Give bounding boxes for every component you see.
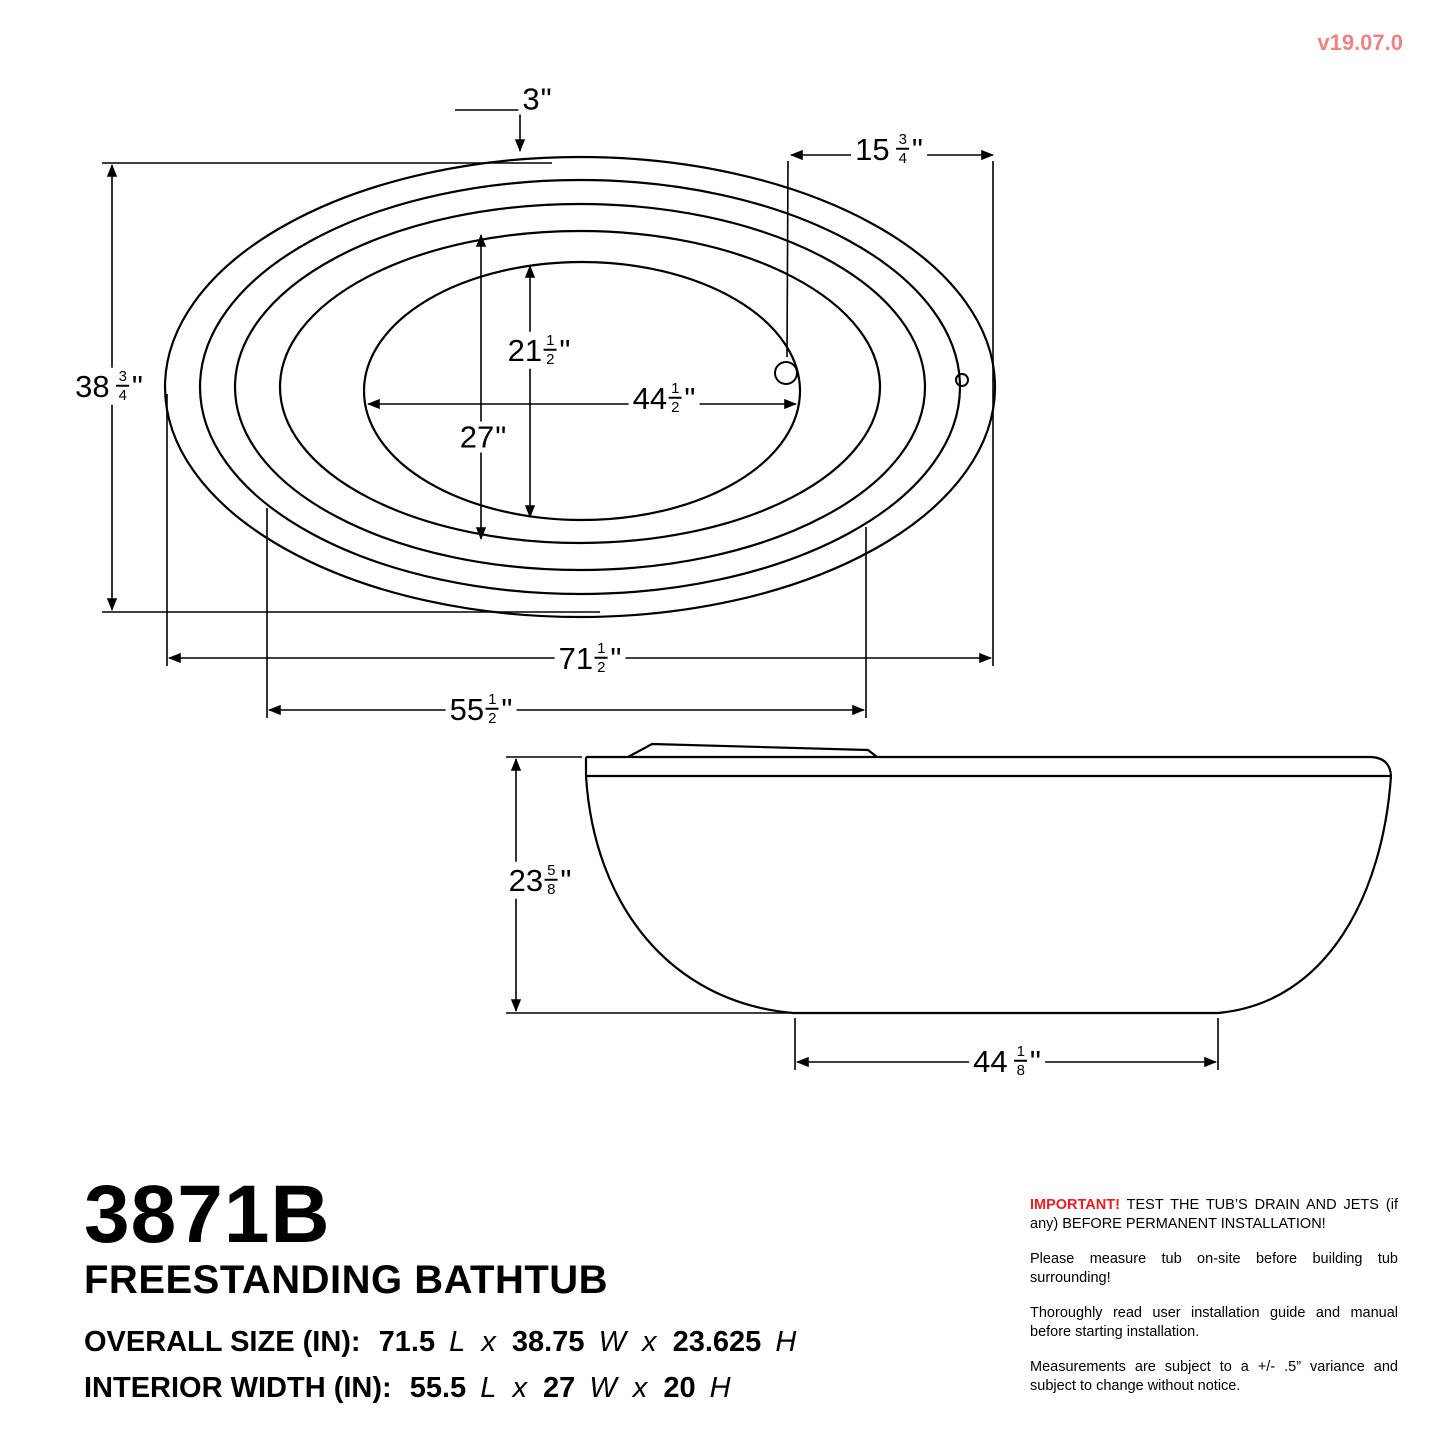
backrest-lip	[627, 742, 878, 758]
ext-faucet-left	[786, 160, 789, 358]
overall-size-label: OVERALL SIZE (IN):	[84, 1326, 361, 1358]
height-unit: H	[775, 1326, 797, 1358]
note-variance: Measurements are subject to a +/- .5” va…	[1030, 1359, 1398, 1394]
interior-length-value: 55.5	[409, 1372, 467, 1404]
dim-label-rim-width: 3"	[518, 83, 556, 115]
overall-height-value: 23.625	[672, 1326, 762, 1358]
dimension-lines	[102, 109, 1219, 1070]
drain-hole	[774, 361, 798, 385]
tub-rim-2	[198, 178, 962, 596]
overall-size-line: OVERALL SIZE (IN): 71.5 L x 38.75 W x 23…	[84, 1326, 797, 1358]
length-unit: L	[449, 1326, 466, 1358]
dim-label-interior-max-width: 27"	[455, 421, 511, 453]
width-unit: W	[589, 1372, 617, 1404]
overflow-hole	[955, 373, 969, 387]
deck-right-edge	[1370, 755, 1393, 777]
tub-interior-basin	[362, 260, 802, 522]
tub-outer-rim	[163, 155, 997, 619]
important-text: TEST THE TUB’S DRAIN AND JETS (if any) B…	[1030, 1197, 1398, 1232]
length-unit: L	[480, 1372, 497, 1404]
version-label: v19.07.0	[1317, 30, 1403, 55]
note-read-guide: Thoroughly read user installation guide …	[1030, 1305, 1398, 1340]
product-type: FREESTANDING BATHTUB	[84, 1258, 609, 1302]
overall-width-value: 38.75	[511, 1326, 585, 1358]
top-view	[163, 155, 997, 619]
interior-size-label: INTERIOR WIDTH (IN):	[84, 1372, 392, 1404]
important-label: IMPORTANT!	[1030, 1197, 1120, 1213]
model-number: 3871B	[84, 1169, 331, 1260]
note-measure-onsite: Please measure tub on-site before buildi…	[1030, 1251, 1398, 1286]
tub-rim-3	[233, 202, 927, 572]
interior-height-value: 20	[663, 1372, 696, 1404]
interior-size-line: INTERIOR WIDTH (IN): 55.5 L x 27 W x 20 …	[84, 1372, 731, 1404]
installation-notes: IMPORTANT! TEST THE TUB’S DRAIN AND JETS…	[1030, 1196, 1398, 1412]
height-unit: H	[709, 1372, 731, 1404]
overall-length-value: 71.5	[378, 1326, 436, 1358]
side-view	[584, 742, 1393, 1015]
tub-body-profile	[584, 775, 1393, 1015]
interior-width-value: 27	[543, 1372, 576, 1404]
tub-rim-4	[278, 229, 882, 545]
important-note: IMPORTANT! TEST THE TUB’S DRAIN AND JETS…	[1030, 1196, 1398, 1233]
width-unit: W	[598, 1326, 626, 1358]
